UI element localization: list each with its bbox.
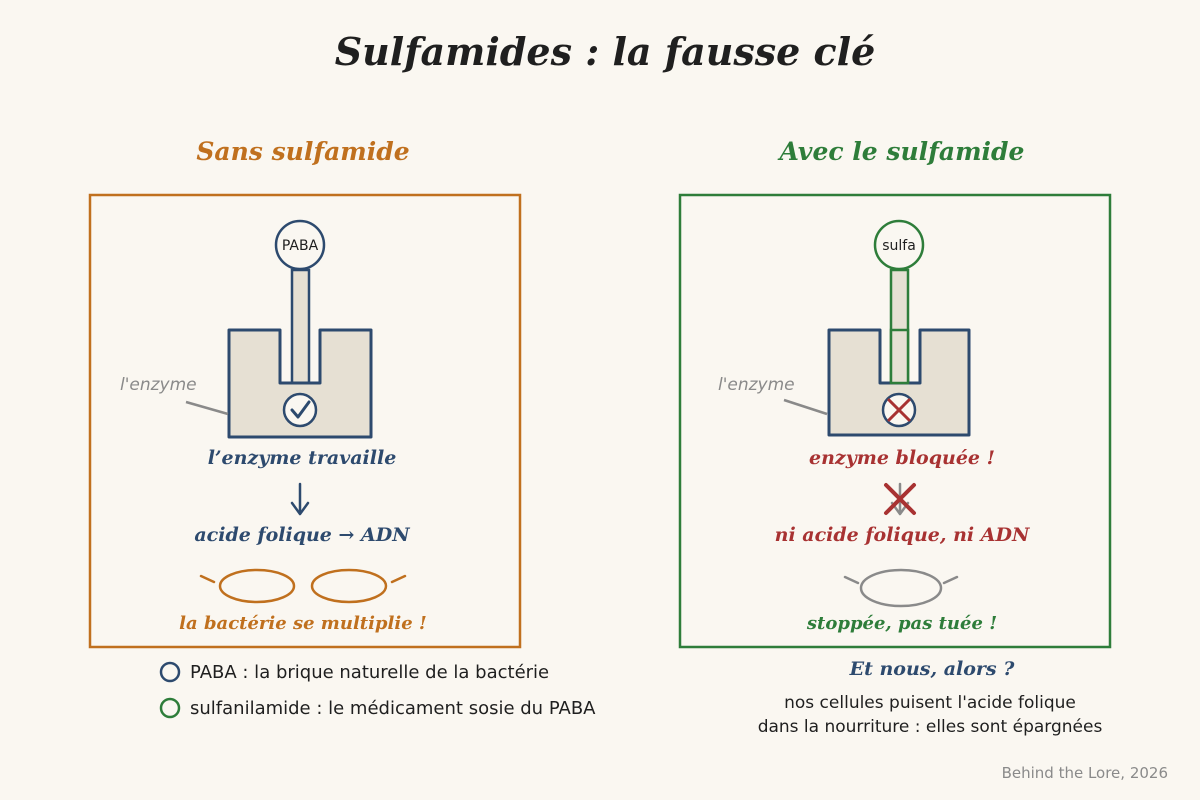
- sulfa-key-head: [873, 219, 925, 271]
- right-status-text: enzyme bloquée !: [809, 447, 995, 469]
- left-result-text: acide folique → ADN: [194, 524, 410, 546]
- legend-label-paba: PABA : la brique naturelle de la bactéri…: [190, 662, 549, 683]
- paba-key-label: PABA: [282, 238, 319, 254]
- right-result-text: ni acide folique, ni ADN: [775, 524, 1030, 546]
- check-icon: [282, 392, 318, 428]
- enzyme-block-right: [827, 328, 971, 437]
- blocked-arrow-icon: [884, 482, 916, 516]
- left-outcome-text: la bactérie se multiplie !: [179, 613, 427, 634]
- cross-icon: [881, 392, 917, 428]
- sulfa-key-label: sulfa: [882, 238, 916, 254]
- enzyme-label-right: l'enzyme: [718, 375, 795, 395]
- left-panel-frame: [88, 193, 522, 649]
- bacteria-right: [843, 568, 959, 608]
- credit: Behind the Lore, 2026: [1002, 764, 1168, 782]
- legend: PABA : la brique naturelle de la bactéri…: [159, 661, 596, 719]
- right-panel-frame: [678, 193, 1112, 649]
- note-heading: Et nous, alors ?: [849, 658, 1016, 680]
- sulfa-key-in-slot: [889, 328, 910, 385]
- paba-key-head: [274, 219, 326, 271]
- down-arrow-icon: [290, 482, 310, 516]
- legend-item-sulfa: sulfanilamide : le médicament sosie du P…: [159, 697, 596, 719]
- legend-swatch-sulfa: [159, 697, 181, 719]
- enzyme-pointer-right: [783, 398, 828, 416]
- right-panel-heading: Avec le sulfamide: [778, 137, 1025, 166]
- right-outcome-text: stoppée, pas tuée !: [806, 613, 997, 634]
- paba-key: PABA: [274, 219, 326, 385]
- enzyme-block-left: [227, 328, 373, 439]
- note-line-1: nos cellules puisent l'acide folique: [784, 693, 1076, 713]
- legend-item-paba: PABA : la brique naturelle de la bactéri…: [159, 661, 549, 683]
- left-status-text: l’enzyme travaille: [208, 447, 397, 469]
- enzyme-pointer-left: [185, 400, 229, 416]
- page-title: Sulfamides : la fausse clé: [335, 29, 876, 74]
- right-panel: Avec le sulfamide sulfa l'enzyme enzyme …: [678, 137, 1112, 649]
- bacteria-left-1: [199, 568, 296, 604]
- human-cells-note: Et nous, alors ? nos cellules puisent l'…: [758, 658, 1103, 737]
- legend-swatch-paba: [159, 661, 181, 683]
- paba-key-shaft: [290, 268, 311, 385]
- legend-label-sulfa: sulfanilamide : le médicament sosie du P…: [190, 698, 596, 719]
- left-panel-heading: Sans sulfamide: [196, 137, 409, 166]
- left-panel: Sans sulfamide PABA l'enzyme l’enzyme tr…: [88, 137, 522, 649]
- note-line-2: dans la nourriture : elles sont épargnée…: [758, 717, 1103, 737]
- bacteria-left-2: [310, 568, 407, 604]
- enzyme-label-left: l'enzyme: [120, 375, 197, 395]
